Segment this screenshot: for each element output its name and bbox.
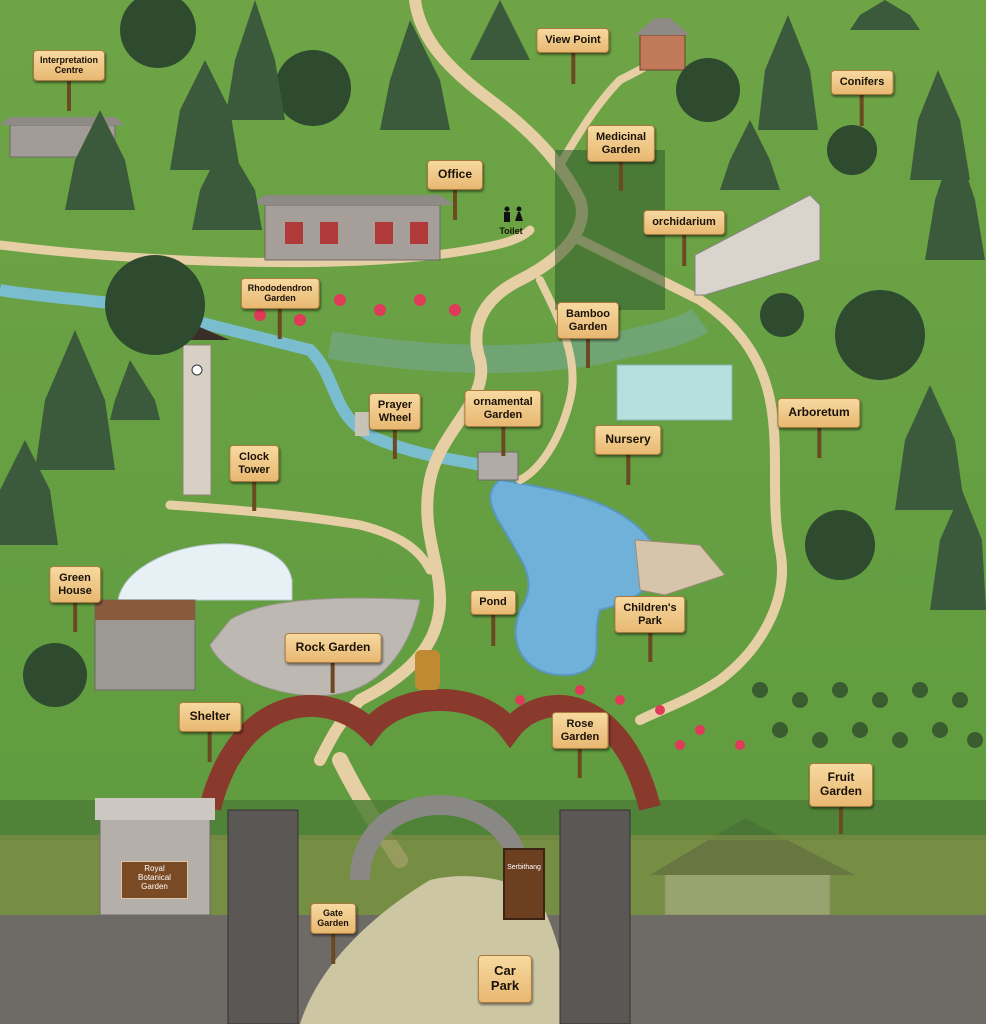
sign-label: Interpretation Centre: [32, 50, 106, 81]
sign-car-park[interactable]: Car Park: [477, 955, 533, 1003]
sign-gate-garden[interactable]: Gate Garden: [310, 903, 356, 964]
sign-clock-tower[interactable]: Clock Tower: [229, 445, 279, 511]
pond-water: [489, 478, 658, 677]
sign-post: [647, 625, 652, 662]
sign-post: [860, 89, 864, 126]
sign-label: Children's Park: [614, 596, 686, 634]
sign-shelter[interactable]: Shelter: [178, 702, 242, 762]
sign-post: [577, 741, 582, 778]
sign-label: orchidarium: [643, 210, 725, 235]
sign-label: Fruit Garden: [808, 763, 874, 807]
sign-label: Nursery: [594, 425, 662, 455]
sign-label: Shelter: [178, 702, 242, 732]
sign-post: [500, 419, 505, 456]
sign-ornamental-garden[interactable]: ornamental Garden: [464, 390, 542, 456]
sign-label: Medicinal Garden: [586, 125, 656, 163]
sign-post: [208, 725, 212, 762]
sign-childrens-park[interactable]: Children's Park: [614, 596, 686, 662]
sign-rhododendron-garden[interactable]: Rhododendron Garden: [240, 278, 320, 339]
royal-botanical-garden-plaque: Royal Botanical Garden: [121, 861, 188, 899]
sign-pond[interactable]: Pond: [470, 590, 516, 646]
sign-nursery[interactable]: Nursery: [594, 425, 662, 485]
trees: [0, 0, 986, 750]
sign-toilet[interactable]: Toilet: [493, 222, 528, 240]
sign-post: [330, 656, 335, 693]
sign-post: [586, 331, 590, 368]
sign-post: [330, 927, 335, 964]
sign-fruit-garden[interactable]: Fruit Garden: [808, 763, 874, 834]
sign-label: Gate Garden: [310, 903, 356, 934]
sign-post: [278, 302, 282, 339]
sign-label: Office: [426, 160, 484, 190]
sign-rose-garden[interactable]: Rose Garden: [551, 712, 609, 778]
sign-office[interactable]: Office: [426, 160, 484, 220]
entrance-gate: [95, 650, 661, 1024]
sign-label: Bamboo Garden: [557, 302, 619, 340]
flowers: [254, 294, 745, 750]
sign-label: View Point: [536, 28, 610, 53]
sign-post: [817, 421, 821, 458]
sign-post: [570, 47, 575, 84]
sign-post: [73, 595, 77, 632]
sign-label: Arboretum: [777, 398, 861, 428]
sign-interpretation-centre[interactable]: Interpretation Centre: [32, 50, 106, 111]
sign-label: ornamental Garden: [464, 390, 542, 428]
sign-post: [838, 797, 843, 834]
sign-label: Green House: [49, 566, 101, 604]
sign-label: Rhododendron Garden: [240, 278, 320, 309]
sign-label: Prayer Wheel: [368, 393, 422, 431]
sign-green-house[interactable]: Green House: [49, 566, 101, 632]
fruit-trees: [752, 682, 983, 748]
sign-post: [619, 154, 623, 191]
sign-post: [251, 474, 256, 511]
sign-arboretum[interactable]: Arboretum: [777, 398, 861, 458]
sign-post: [491, 609, 495, 646]
sign-post: [452, 183, 457, 220]
sign-label: Car Park: [477, 955, 533, 1003]
sign-post: [66, 74, 71, 111]
sign-rock-garden[interactable]: Rock Garden: [284, 633, 382, 693]
toilet-icon: [500, 206, 526, 224]
sign-label: Toilet: [499, 226, 523, 236]
sign-post: [392, 422, 397, 459]
sign-medicinal-garden[interactable]: Medicinal Garden: [586, 125, 656, 191]
gate-name-sign: Serbithang: [503, 848, 545, 920]
sign-bamboo-garden[interactable]: Bamboo Garden: [557, 302, 619, 368]
sign-label: Rock Garden: [284, 633, 382, 663]
sign-view-point[interactable]: View Point: [536, 28, 610, 84]
sign-conifers[interactable]: Conifers: [830, 70, 894, 126]
sign-label: Pond: [470, 590, 516, 615]
sign-post: [625, 448, 630, 485]
sign-prayer-wheel[interactable]: Prayer Wheel: [368, 393, 422, 459]
sign-post: [681, 229, 686, 266]
sign-label: Clock Tower: [229, 445, 279, 483]
sign-label: Conifers: [830, 70, 894, 95]
sign-label: Rose Garden: [551, 712, 609, 750]
sign-orchidarium[interactable]: orchidarium: [643, 210, 725, 266]
